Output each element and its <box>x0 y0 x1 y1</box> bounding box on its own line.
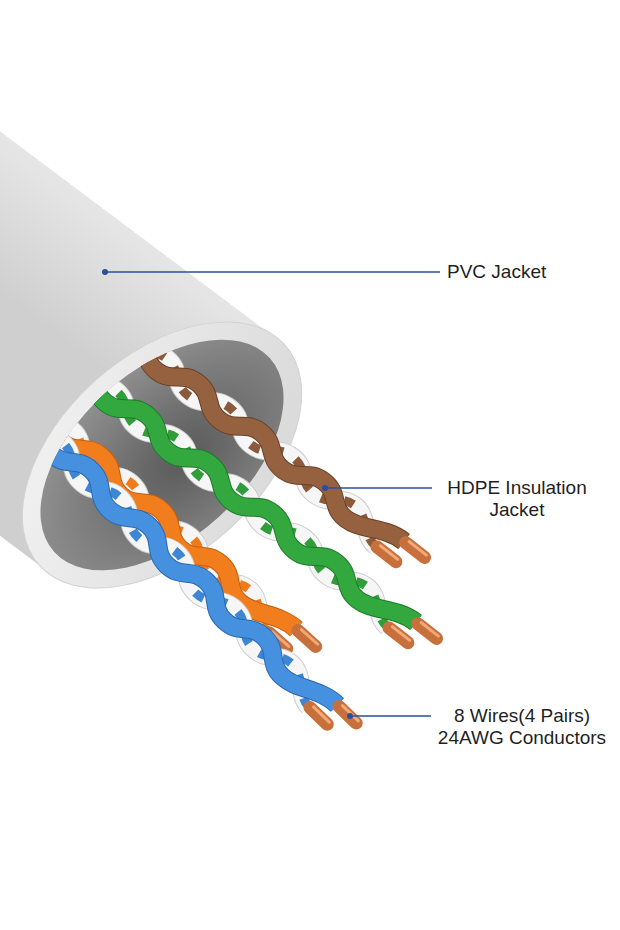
orange-wire <box>0 348 296 642</box>
brown-pair <box>60 281 426 574</box>
leader-dot <box>102 269 108 275</box>
twisted-pairs <box>0 281 438 739</box>
leader-line <box>325 487 432 489</box>
leader-lines <box>102 269 440 719</box>
leader-dot <box>347 713 353 719</box>
part-label: PVC Jacket <box>447 261 612 283</box>
copper-conductor <box>310 690 358 738</box>
copper-conductor <box>377 528 426 574</box>
blue-wire <box>23 413 338 718</box>
leader-line <box>105 271 440 273</box>
orange-pair <box>0 346 318 662</box>
leader-dot <box>322 485 328 491</box>
leader-line <box>350 715 431 717</box>
blue-pair <box>21 411 358 738</box>
wire-outline <box>0 348 296 642</box>
wire-outline <box>23 413 338 718</box>
copper-conductor <box>389 609 438 655</box>
part-label: 8 Wires(4 Pairs) 24AWG Conductors <box>428 705 616 749</box>
part-label: HDPE Insulation Jacket <box>437 477 597 521</box>
